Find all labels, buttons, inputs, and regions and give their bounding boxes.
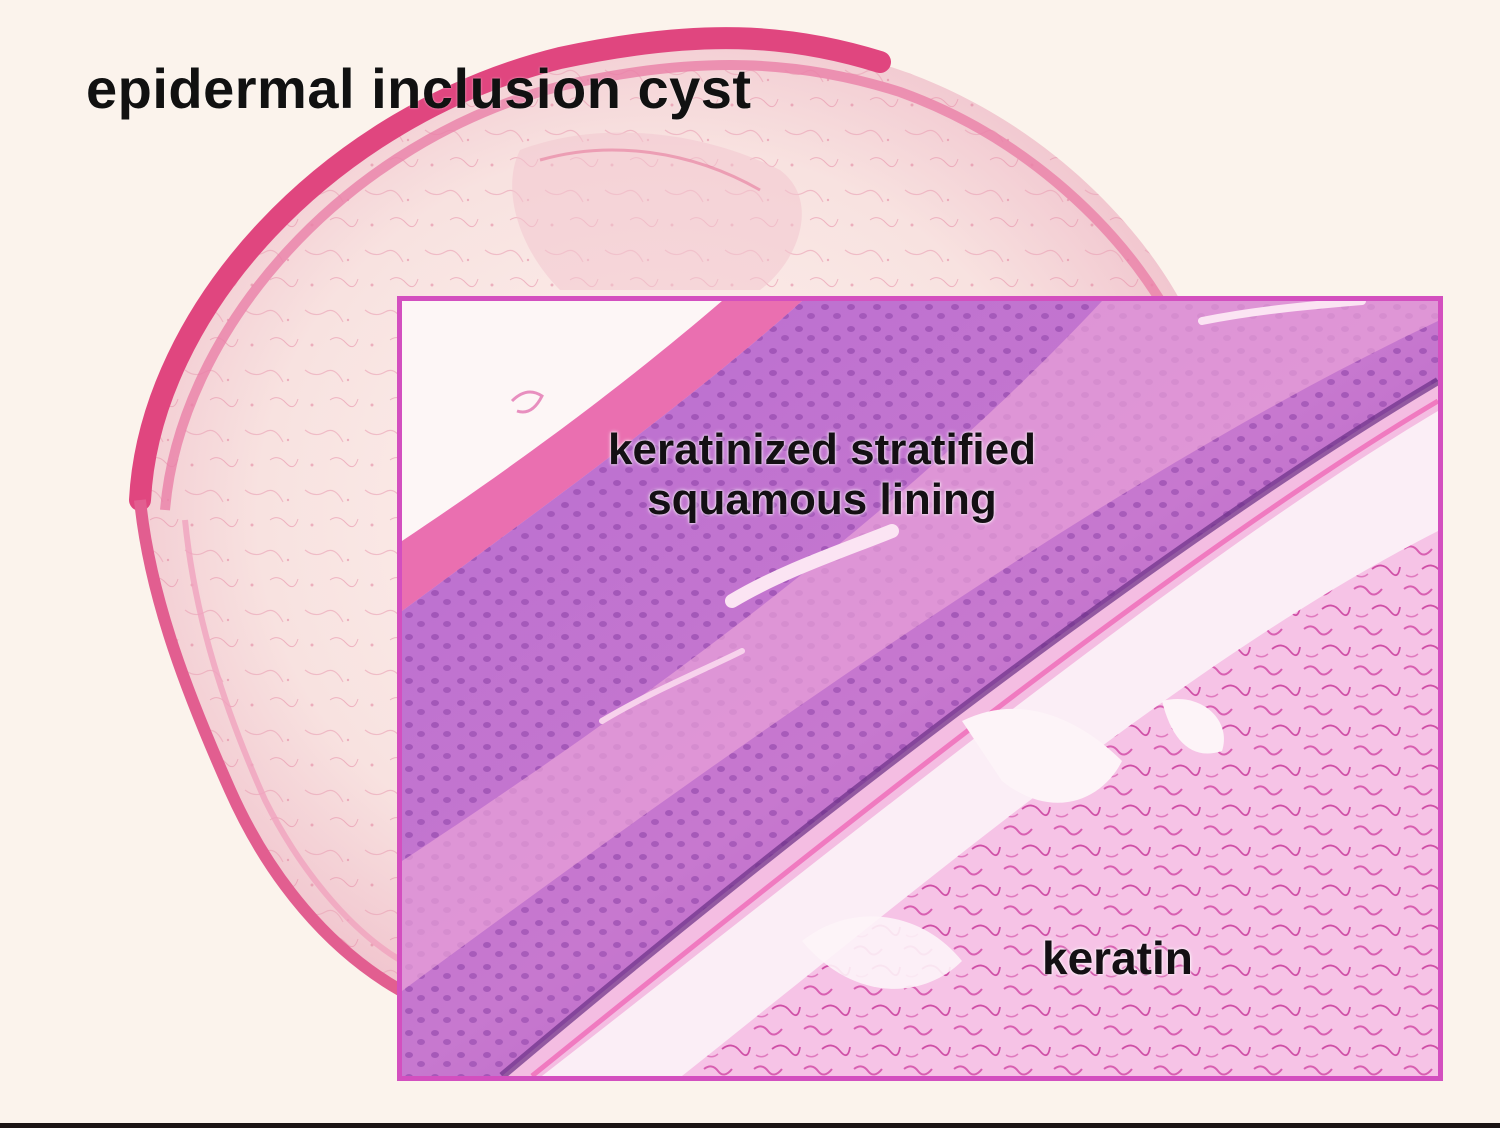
label-lining-line2: squamous lining [647,475,997,524]
slide-title: epidermal inclusion cyst [86,57,752,120]
high-power-inset: keratinized stratified squamous lining k… [397,296,1443,1081]
label-keratinized-lining: keratinized stratified squamous lining [552,425,1092,525]
label-lining-line1: keratinized stratified [608,425,1036,474]
histology-micrograph [402,301,1438,1076]
bottom-edge-bar [0,1123,1500,1128]
label-keratin: keratin [1042,932,1193,984]
